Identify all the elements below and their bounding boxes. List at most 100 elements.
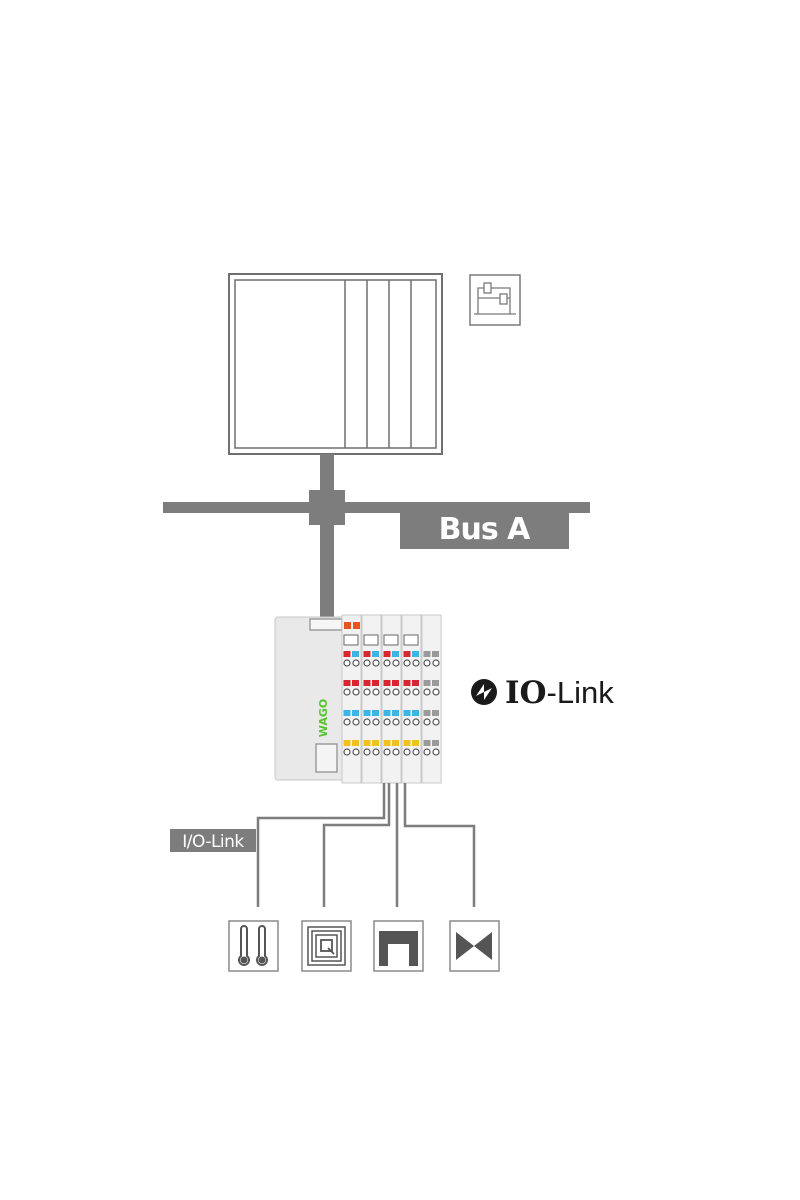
push-button — [383, 710, 391, 716]
push-button — [403, 680, 411, 686]
push-button — [423, 651, 431, 657]
push-button — [352, 740, 359, 746]
wire-entry — [432, 748, 440, 756]
controller-rack — [228, 273, 443, 455]
iolink-wire-label: I/O-Link — [182, 832, 244, 852]
push-button — [392, 651, 399, 657]
marker-label — [363, 634, 379, 646]
wire-entry — [343, 659, 351, 667]
fieldbus-line — [163, 454, 590, 619]
push-button — [432, 740, 439, 746]
push-button — [403, 710, 411, 716]
wire-entry — [352, 659, 360, 667]
valve-icon — [449, 920, 500, 972]
marker-label — [383, 634, 399, 646]
marker-label — [403, 634, 419, 646]
push-button — [372, 710, 379, 716]
wire-entry — [352, 718, 360, 726]
brand-link-text: -Link — [547, 675, 615, 710]
wire-entry — [423, 688, 431, 696]
wire-entry — [343, 718, 351, 726]
push-button — [423, 680, 431, 686]
push-button — [403, 740, 411, 746]
light-barrier-icon — [373, 920, 424, 972]
wire-entry — [372, 688, 380, 696]
push-button — [432, 680, 439, 686]
wire-entry — [403, 688, 411, 696]
wire-entry — [363, 688, 371, 696]
io-link-logo: IO-Link — [471, 675, 614, 711]
push-button — [343, 740, 351, 746]
wire-entry — [412, 718, 420, 726]
wire-entry — [412, 748, 420, 756]
push-button — [352, 680, 359, 686]
wire-entry — [392, 718, 400, 726]
push-button — [423, 710, 431, 716]
push-button — [352, 710, 359, 716]
push-button — [392, 680, 399, 686]
push-button — [412, 651, 419, 657]
push-button — [372, 680, 379, 686]
push-button — [383, 651, 391, 657]
wire-entry — [423, 718, 431, 726]
wire-entry — [343, 688, 351, 696]
wire-entry — [392, 748, 400, 756]
iolink-wire-tag: I/O-Link — [170, 829, 256, 852]
wire-entry — [403, 718, 411, 726]
wire-entry — [432, 688, 440, 696]
status-led — [344, 622, 351, 629]
brand-io-text: IO — [505, 675, 547, 711]
wire-entry — [372, 748, 380, 756]
push-button — [432, 710, 439, 716]
wire-entry — [423, 748, 431, 756]
io-modules — [341, 614, 442, 784]
wire-entry — [412, 688, 420, 696]
bus-label-tag: Bus A — [400, 508, 569, 549]
wire-entry — [383, 718, 391, 726]
push-button — [392, 740, 399, 746]
push-button — [423, 740, 431, 746]
thermometer-icon — [228, 920, 279, 972]
bus-label: Bus A — [439, 512, 532, 547]
wire-entry — [392, 688, 400, 696]
push-button — [412, 740, 419, 746]
push-button — [372, 651, 379, 657]
wire-entry — [403, 659, 411, 667]
marker-label — [343, 634, 359, 646]
io-link-wiring — [256, 783, 476, 907]
wire-entry — [352, 748, 360, 756]
wire-entry — [372, 659, 380, 667]
wire-entry — [363, 748, 371, 756]
wire-entry — [343, 748, 351, 756]
status-led — [353, 622, 360, 629]
wire-entry — [432, 659, 440, 667]
wire-entry — [432, 718, 440, 726]
wago-logo: WAGO — [317, 699, 330, 738]
wire-entry — [352, 688, 360, 696]
svg-text:IO-Link: IO-Link — [505, 675, 614, 711]
io-system: WAGO — [274, 614, 442, 784]
wire-entry — [383, 688, 391, 696]
push-button — [352, 651, 359, 657]
wire-entry — [372, 718, 380, 726]
wire-entry — [383, 748, 391, 756]
push-button — [343, 710, 351, 716]
terminal-module — [421, 614, 442, 784]
push-button — [383, 740, 391, 746]
wire-entry — [412, 659, 420, 667]
wire-entry — [423, 659, 431, 667]
wire-entry — [363, 718, 371, 726]
push-button — [403, 651, 411, 657]
push-button — [363, 710, 371, 716]
wire-entry — [403, 748, 411, 756]
wire-entry — [363, 659, 371, 667]
push-button — [343, 680, 351, 686]
push-button — [363, 651, 371, 657]
push-button — [412, 680, 419, 686]
ladder-logic-icon — [469, 274, 521, 326]
push-button — [372, 740, 379, 746]
push-button — [363, 740, 371, 746]
push-button — [392, 710, 399, 716]
rfid-icon — [301, 920, 352, 972]
